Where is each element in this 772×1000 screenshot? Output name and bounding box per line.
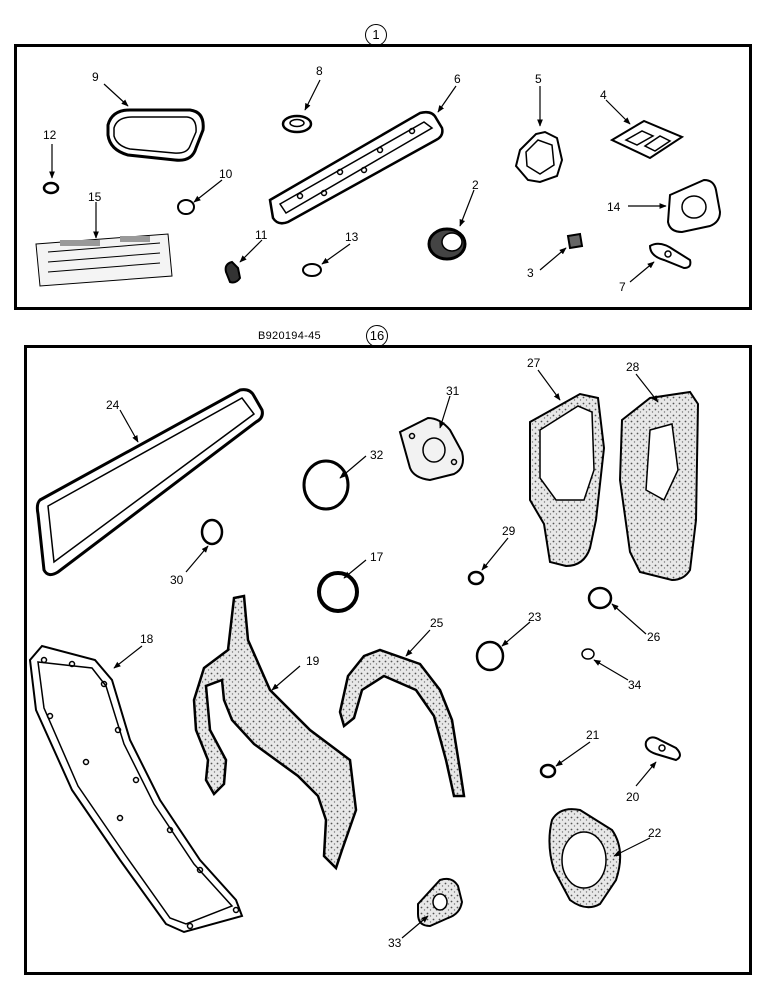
callout-30: 30 bbox=[170, 573, 184, 587]
callout-21: 21 bbox=[586, 728, 600, 742]
part-6-gasket bbox=[268, 110, 444, 225]
part-7-gasket bbox=[648, 242, 692, 270]
part-28-gasket bbox=[618, 390, 700, 582]
part-21-oring bbox=[539, 763, 557, 779]
part-22-gasket bbox=[548, 808, 622, 909]
callout-4: 4 bbox=[600, 88, 607, 102]
part-3-grommet bbox=[566, 232, 584, 250]
kit-number-1: 1 bbox=[372, 27, 380, 42]
gasket-kit-panel-1 bbox=[14, 44, 752, 310]
part-18-gasket bbox=[28, 644, 244, 934]
part-5-gasket bbox=[514, 130, 564, 184]
callout-32: 32 bbox=[370, 448, 384, 462]
callout-13: 13 bbox=[345, 230, 359, 244]
callout-23: 23 bbox=[528, 610, 542, 624]
part-9-seal bbox=[106, 108, 205, 162]
part-27-gasket bbox=[529, 392, 606, 568]
part-8-seal bbox=[281, 114, 313, 134]
callout-18: 18 bbox=[140, 632, 154, 646]
part-34-plug bbox=[581, 648, 595, 660]
part-25-gasket bbox=[338, 648, 466, 798]
part-33-gasket bbox=[417, 877, 464, 928]
callout-3: 3 bbox=[527, 266, 534, 280]
part-17-oring bbox=[317, 571, 359, 613]
part-30-oring bbox=[200, 518, 224, 546]
callout-27: 27 bbox=[527, 356, 541, 370]
callout-25: 25 bbox=[430, 616, 444, 630]
part-20-gasket bbox=[644, 736, 681, 762]
callout-20: 20 bbox=[626, 790, 640, 804]
part-4-gasket bbox=[609, 119, 685, 160]
callout-15: 15 bbox=[88, 190, 102, 204]
callout-26: 26 bbox=[647, 630, 661, 644]
part-32-oring bbox=[302, 459, 350, 511]
callout-24: 24 bbox=[106, 398, 120, 412]
callout-19: 19 bbox=[306, 654, 320, 668]
callout-10: 10 bbox=[219, 167, 233, 181]
part-12-seal bbox=[42, 181, 60, 195]
part-23-oring bbox=[475, 640, 505, 672]
callout-28: 28 bbox=[626, 360, 640, 374]
callout-34: 34 bbox=[628, 678, 642, 692]
part-10-oring bbox=[177, 199, 195, 215]
callout-33: 33 bbox=[388, 936, 402, 950]
callout-8: 8 bbox=[316, 64, 323, 78]
part-11-fitting bbox=[224, 260, 242, 284]
kit-number-16: 16 bbox=[369, 328, 385, 343]
callout-9: 9 bbox=[92, 70, 99, 84]
part-29-seal bbox=[467, 570, 485, 586]
part-2-seal bbox=[427, 227, 467, 261]
gasket-kit-panel-16 bbox=[24, 345, 752, 975]
callout-31: 31 bbox=[446, 384, 460, 398]
callout-2: 2 bbox=[472, 178, 479, 192]
callout-11: 11 bbox=[255, 228, 268, 242]
part-31-gasket bbox=[398, 416, 464, 482]
callout-29: 29 bbox=[502, 524, 516, 538]
part-24-gasket bbox=[35, 388, 264, 577]
callout-6: 6 bbox=[454, 72, 461, 86]
callout-5: 5 bbox=[535, 72, 542, 86]
part-19-gasket bbox=[192, 594, 358, 871]
drawing-code: B920194-45 bbox=[258, 330, 321, 342]
callout-12: 12 bbox=[43, 128, 57, 142]
callout-22: 22 bbox=[648, 826, 662, 840]
callout-17: 17 bbox=[370, 550, 384, 564]
part-13-washer bbox=[302, 263, 322, 277]
part-15-sheet bbox=[35, 233, 173, 287]
callout-14: 14 bbox=[607, 200, 621, 214]
part-26-oring bbox=[587, 586, 613, 610]
part-14-gasket bbox=[666, 178, 722, 234]
callout-7: 7 bbox=[619, 280, 626, 294]
